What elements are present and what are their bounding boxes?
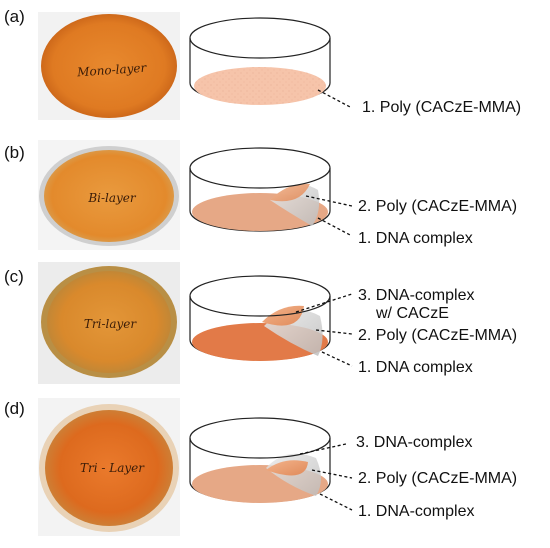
panel-label-a: (a) <box>4 7 25 26</box>
film-layer-3-fold-c <box>262 305 304 326</box>
callout-b-2: 2. Poly (CACzE-MMA) <box>358 198 517 215</box>
petri-photo-b <box>44 150 174 242</box>
leader-d-2 <box>311 469 353 479</box>
callout-c-3: 3. DNA-complex <box>358 287 474 304</box>
dish-diagram-b <box>189 147 331 232</box>
dish-rim-b <box>189 147 331 189</box>
petri-photo-a <box>41 14 177 118</box>
film-layer-2-fold-d <box>266 460 308 476</box>
callout-c-3b: w/ CACzE <box>375 305 449 322</box>
leader-b-1 <box>317 217 353 237</box>
panel-b: (b) Bi-layer 2. Poly (CACzE-MMA) 1. DNA … <box>4 140 517 250</box>
dish-rim-d <box>189 417 331 459</box>
leader-b-2 <box>305 195 353 207</box>
callout-b-1: 1. DNA complex <box>358 230 473 247</box>
callout-d-3: 3. DNA-complex <box>356 434 472 451</box>
panel-label-b: (b) <box>4 143 25 162</box>
petri-photo-d <box>45 410 173 526</box>
petri-photo-c <box>47 271 171 373</box>
leader-d-1 <box>319 493 353 511</box>
dish-diagram-c <box>189 275 331 361</box>
photo-text-b: Bi-layer <box>87 191 137 205</box>
photo-text-c: Tri-layer <box>84 317 138 331</box>
panel-a: (a) Mono-layer 1. Poly (CACzE-MMA) <box>4 7 521 120</box>
dish-rim-c <box>189 275 331 317</box>
leader-c-2 <box>315 329 353 335</box>
panel-c: (c) Tri-layer 3. DNA-complex w/ CACzE 2.… <box>4 262 517 384</box>
panel-label-d: (d) <box>4 399 25 418</box>
panel-label-c: (c) <box>4 267 24 286</box>
callout-a-1: 1. Poly (CACzE-MMA) <box>362 99 521 116</box>
leader-c-3 <box>295 293 353 313</box>
dish-diagram-a <box>189 17 331 105</box>
leader-d-3 <box>299 443 347 455</box>
leader-a-1 <box>317 89 353 109</box>
dish-rim-a <box>189 17 331 59</box>
photo-text-d: Tri - Layer <box>80 461 145 475</box>
callout-c-1: 1. DNA complex <box>358 359 473 376</box>
callout-d-2: 2. Poly (CACzE-MMA) <box>358 470 517 487</box>
panel-d: (d) Tri - Layer 3. DNA-complex 2. Poly (… <box>4 398 517 536</box>
photo-text-a: Mono-layer <box>76 61 148 80</box>
callout-c-2: 2. Poly (CACzE-MMA) <box>358 327 517 344</box>
leader-c-1 <box>321 351 353 367</box>
dish-diagram-d <box>189 417 331 503</box>
callout-d-1: 1. DNA-complex <box>358 503 474 520</box>
